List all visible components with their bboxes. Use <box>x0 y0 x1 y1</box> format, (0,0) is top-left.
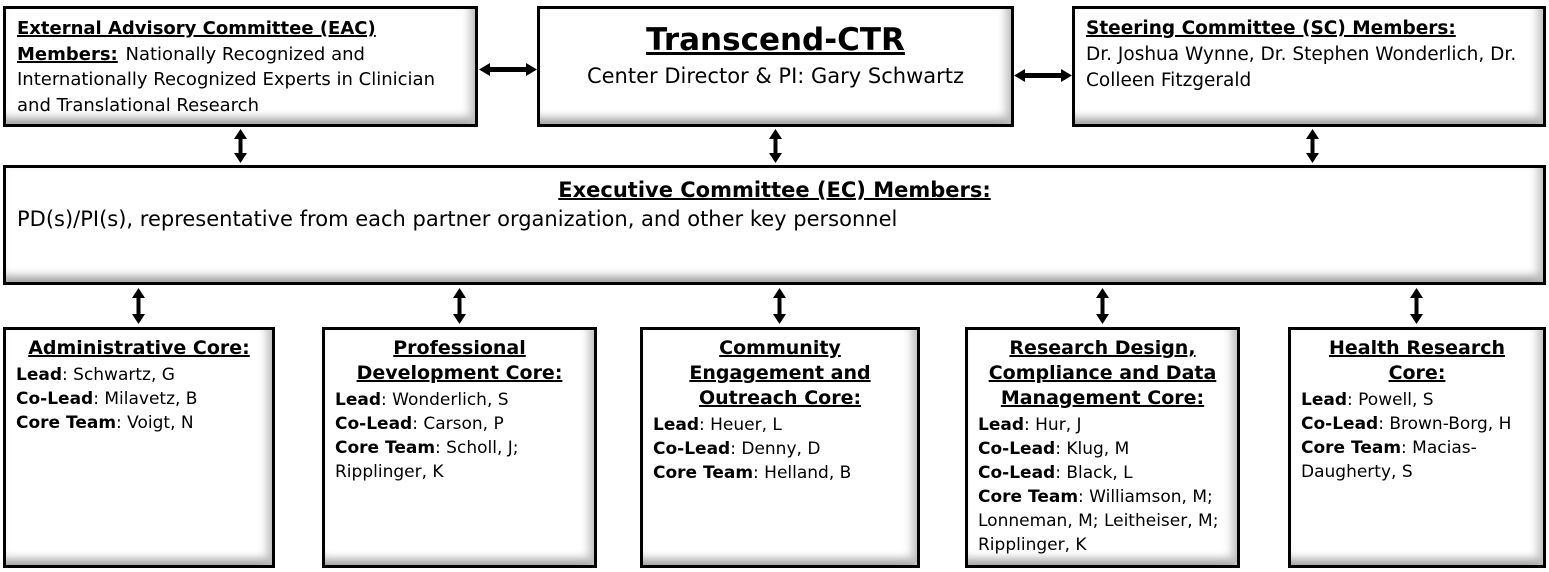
core-title: Administrative Core: <box>28 337 250 359</box>
double-arrow-vertical-icon <box>773 288 786 324</box>
double-arrow-vertical-icon <box>769 129 782 163</box>
center-director-line: Center Director & PI: Gary Schwartz <box>586 64 965 88</box>
core-member-row: Core Team: Scholl, J; Ripplinger, K <box>335 438 519 482</box>
double-arrow-horizontal-icon <box>479 63 537 76</box>
eac-title: External Advisory Committee (EAC) Member… <box>17 18 376 65</box>
health-research-core-box: Health Research Core: Lead: Powell, S Co-… <box>1288 327 1546 568</box>
core-member-row: Lead: Powell, S <box>1301 390 1434 410</box>
core-member-row: Co-Lead: Milavetz, B <box>16 389 198 409</box>
administrative-core-box: Administrative Core: Lead: Schwartz, G Co… <box>3 327 275 568</box>
core-member-row: Co-Lead: Denny, D <box>653 439 821 459</box>
core-member-row: Core Team: Voigt, N <box>16 413 194 433</box>
core-member-row: Core Team: Macias-Daugherty, S <box>1301 438 1477 482</box>
ec-members: PD(s)/PI(s), representative from each pa… <box>17 207 898 231</box>
core-member-row: Lead: Heuer, L <box>653 415 782 435</box>
double-arrow-vertical-icon <box>1096 288 1109 324</box>
executive-committee-box: Executive Committee (EC) Members: PD(s)/… <box>3 165 1546 285</box>
community-engagement-core-box: Community Engagement and Outreach Core: … <box>640 327 920 568</box>
double-arrow-vertical-icon <box>1306 129 1319 163</box>
core-member-list: Lead: Wonderlich, S Co-Lead: Carson, P Cor… <box>335 388 584 484</box>
core-member-list: Lead: Heuer, L Co-Lead: Denny, D Core Team… <box>653 413 907 485</box>
core-member-row: Co-Lead: Klug, M <box>978 439 1130 459</box>
sc-title: Steering Committee (SC) Members: <box>1086 18 1456 39</box>
core-member-list: Lead: Powell, S Co-Lead: Brown-Borg, H Cor… <box>1301 388 1533 484</box>
core-member-list: Lead: Hur, J Co-Lead: Klug, M Co-Lead: Bla… <box>978 413 1227 557</box>
core-title: Community Engagement and Outreach Core: <box>689 337 871 409</box>
professional-development-core-box: Professional Development Core: Lead: Won… <box>322 327 597 568</box>
core-title: Research Design, Compliance and Data Man… <box>988 337 1217 409</box>
double-arrow-vertical-icon <box>234 129 247 163</box>
double-arrow-horizontal-icon <box>1014 69 1072 82</box>
core-member-row: Lead: Schwartz, G <box>16 365 175 385</box>
transcend-ctr-box: Transcend-CTR Center Director & PI: Gary… <box>537 6 1014 127</box>
core-member-row: Core Team: Helland, B <box>653 463 852 483</box>
core-member-row: Lead: Wonderlich, S <box>335 390 509 410</box>
research-design-core-box: Research Design, Compliance and Data Man… <box>965 327 1240 568</box>
double-arrow-vertical-icon <box>132 288 145 324</box>
core-member-row: Lead: Hur, J <box>978 415 1082 435</box>
core-member-list: Lead: Schwartz, G Co-Lead: Milavetz, B Cor… <box>16 363 262 435</box>
core-member-row: Co-Lead: Brown-Borg, H <box>1301 414 1512 434</box>
sc-members: Dr. Joshua Wynne, Dr. Stephen Wonderlich… <box>1086 44 1517 91</box>
core-member-row: Co-Lead: Black, L <box>978 463 1133 483</box>
double-arrow-vertical-icon <box>453 288 466 324</box>
core-title: Health Research Core: <box>1328 337 1506 384</box>
external-advisory-committee-box: External Advisory Committee (EAC) Member… <box>3 6 478 127</box>
steering-committee-box: Steering Committee (SC) Members: Dr. Jos… <box>1072 6 1546 127</box>
center-title: Transcend-CTR <box>646 22 905 58</box>
core-member-row: Core Team: Williamson, M; Lonneman, M; L… <box>978 487 1219 555</box>
double-arrow-vertical-icon <box>1410 288 1423 324</box>
core-member-row: Co-Lead: Carson, P <box>335 414 504 434</box>
ec-title: Executive Committee (EC) Members: <box>558 178 991 202</box>
core-title: Professional Development Core: <box>356 337 563 384</box>
eac-description: Nationally Recognized and Internationall… <box>17 43 435 116</box>
